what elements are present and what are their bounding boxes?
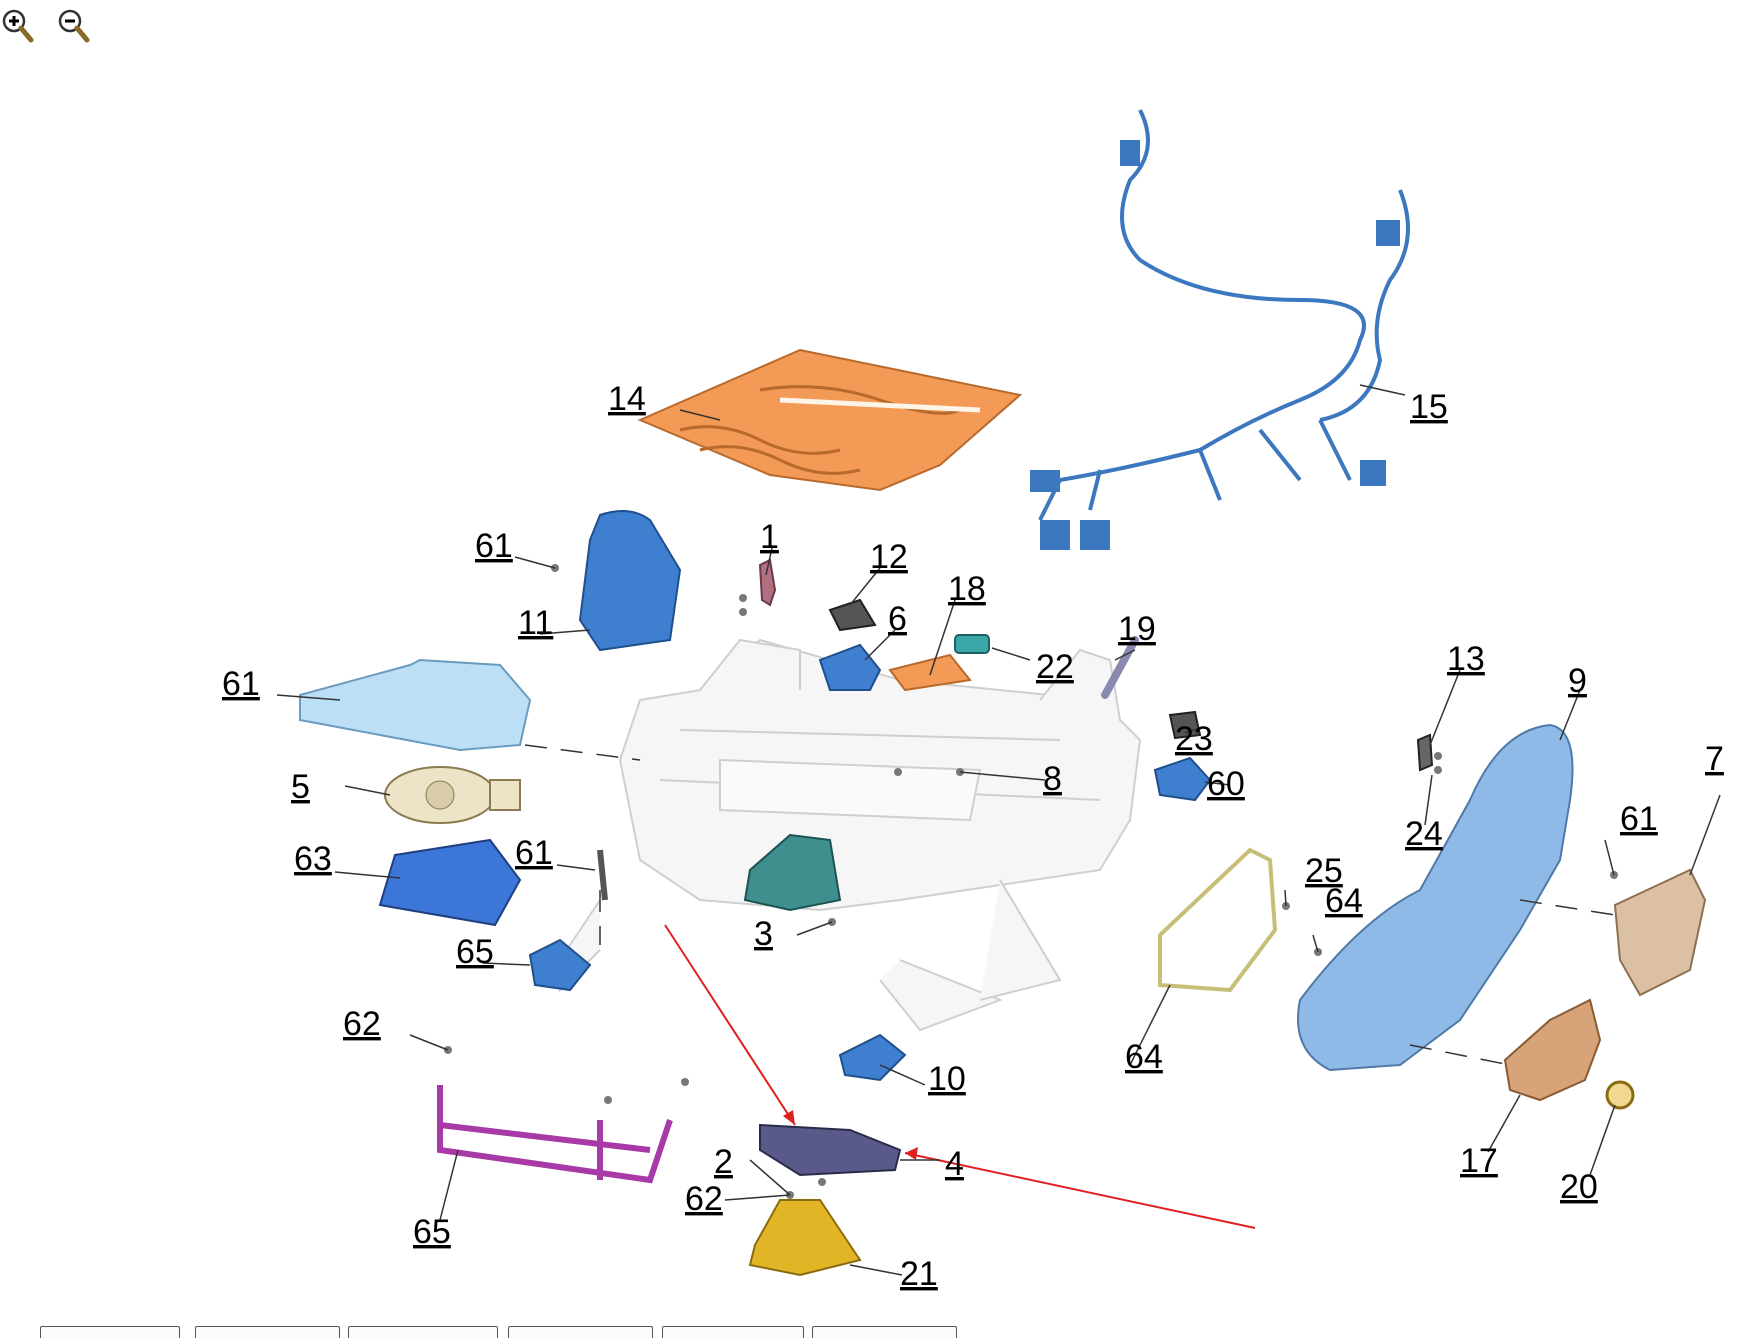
heater-mat-part-14[interactable]: [637, 348, 1023, 492]
zoom-out-magnifier-icon: [58, 9, 90, 43]
callout-13[interactable]: 13: [1447, 640, 1485, 678]
zoom-in-magnifier-icon: [2, 9, 34, 43]
fan-base-part-25[interactable]: [378, 838, 522, 927]
callout-4[interactable]: 4: [945, 1145, 964, 1183]
callout-65[interactable]: 65: [456, 933, 494, 971]
clip-part-12[interactable]: [828, 598, 877, 632]
callout-5[interactable]: 5: [291, 768, 310, 806]
callout-12[interactable]: 12: [870, 538, 908, 576]
guide-part-5[interactable]: [1153, 756, 1212, 802]
callout-20[interactable]: 20: [1560, 1168, 1598, 1206]
red-arrows: [664, 924, 1256, 1229]
callout-18[interactable]: 18: [948, 570, 986, 608]
callout-62[interactable]: 62: [685, 1180, 723, 1218]
tab-2[interactable]: [195, 1326, 340, 1338]
callout-64[interactable]: 64: [1125, 1038, 1163, 1076]
tab-6[interactable]: [812, 1326, 957, 1338]
callout-3[interactable]: 3: [754, 915, 773, 953]
sensor-part-22[interactable]: [954, 634, 990, 654]
callout-1[interactable]: 1: [760, 518, 779, 556]
zoom-out-button[interactable]: [56, 6, 96, 46]
wiring-harness-part-15[interactable]: [1030, 109, 1410, 550]
callout-14[interactable]: 14: [608, 380, 646, 418]
guide-part-6[interactable]: [818, 643, 882, 691]
cover-part-8[interactable]: [1613, 868, 1707, 997]
tab-5[interactable]: [662, 1326, 804, 1338]
callout-7[interactable]: 7: [1705, 740, 1724, 778]
callout-15[interactable]: 15: [1410, 388, 1448, 426]
pad-part-18[interactable]: [888, 653, 972, 692]
bracket-part-1[interactable]: [758, 558, 777, 607]
callout-9[interactable]: 9: [1568, 662, 1587, 700]
guide-part-3[interactable]: [528, 938, 592, 992]
wire-frame-part-10[interactable]: [1158, 847, 1278, 993]
callout-60[interactable]: 60: [1207, 765, 1245, 803]
callout-64[interactable]: 64: [1325, 882, 1363, 920]
callout-23[interactable]: 23: [1175, 720, 1213, 758]
callout-65[interactable]: 65: [413, 1213, 451, 1251]
bolt-part-63[interactable]: [597, 849, 608, 901]
callout-61[interactable]: 61: [1620, 800, 1658, 838]
fasteners: [444, 564, 1618, 1199]
callout-10[interactable]: 10: [928, 1060, 966, 1098]
callout-8[interactable]: 8: [1043, 760, 1062, 798]
assembly-lines: [524, 744, 1616, 1066]
leader-lines: [276, 384, 1721, 1276]
blower-fan-part-24[interactable]: [384, 766, 521, 824]
rod-part-19[interactable]: [1101, 636, 1139, 699]
callout-6[interactable]: 6: [888, 600, 907, 638]
callout-62[interactable]: 62: [343, 1005, 381, 1043]
callout-61[interactable]: 61: [222, 665, 260, 703]
heat-shield-part-23[interactable]: [299, 658, 532, 752]
callout-17[interactable]: 17: [1460, 1142, 1498, 1180]
washer-part-21[interactable]: [1605, 1080, 1635, 1110]
tab-1[interactable]: [40, 1326, 180, 1338]
side-shield-part-7[interactable]: [1297, 723, 1574, 1072]
bracket-part-9[interactable]: [1416, 733, 1434, 772]
motor-part-20[interactable]: [1503, 998, 1602, 1102]
clip-part-13[interactable]: [1168, 710, 1202, 740]
callout-25[interactable]: 25: [1305, 852, 1343, 890]
support-bar-part-17[interactable]: [437, 1085, 673, 1184]
bracket-part-16[interactable]: [748, 1199, 862, 1277]
callout-21[interactable]: 21: [900, 1255, 938, 1293]
control-module-part-2[interactable]: [759, 1123, 902, 1177]
tab-4[interactable]: [508, 1326, 653, 1338]
guide-part-4[interactable]: [838, 1033, 907, 1082]
mount-block-part-62[interactable]: [743, 833, 842, 912]
callout-24[interactable]: 24: [1405, 815, 1443, 853]
trim-cover-part-11[interactable]: [578, 510, 682, 652]
callout-2[interactable]: 2: [714, 1143, 733, 1181]
callout-61[interactable]: 61: [515, 834, 553, 872]
zoom-in-button[interactable]: [0, 6, 40, 46]
seat-frame[interactable]: [559, 638, 1142, 1032]
callout-19[interactable]: 19: [1118, 610, 1156, 648]
callout-11[interactable]: 11: [518, 604, 553, 642]
callout-61[interactable]: 61: [475, 527, 513, 565]
callout-22[interactable]: 22: [1036, 648, 1074, 686]
tab-3[interactable]: [348, 1326, 498, 1338]
callout-63[interactable]: 63: [294, 840, 332, 878]
